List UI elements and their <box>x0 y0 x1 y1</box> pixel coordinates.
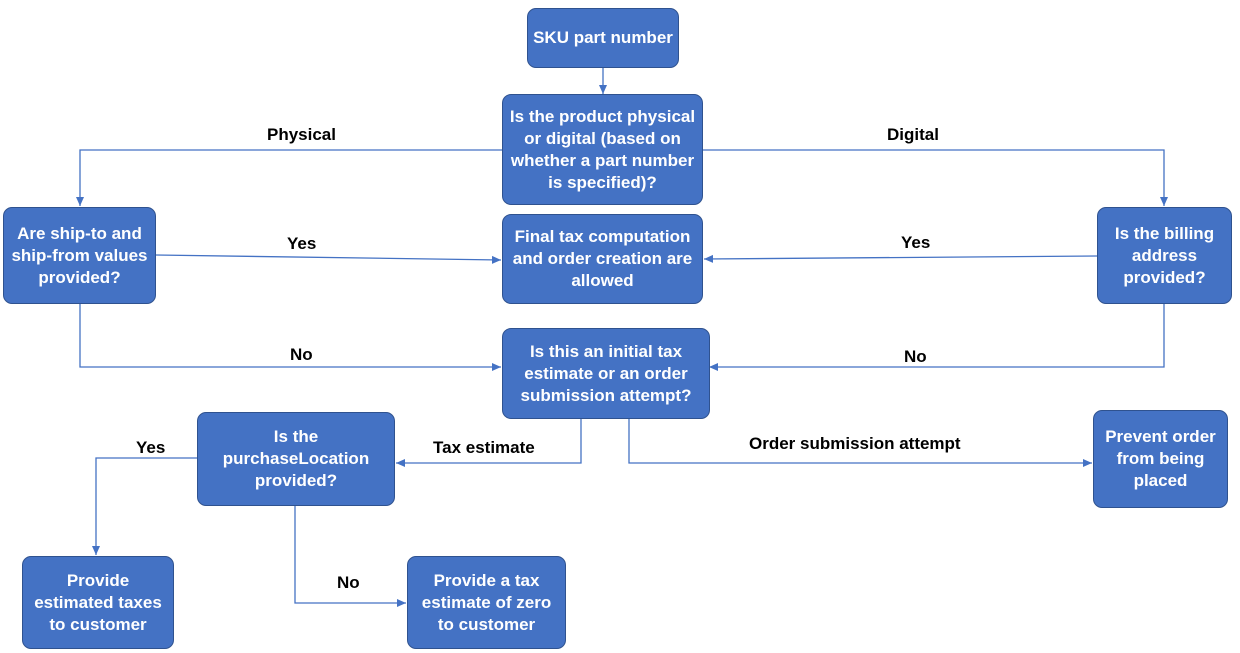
edge-label-location-yes: Yes <box>136 438 166 457</box>
ship-values-text: Are ship-to and ship-from values provide… <box>11 223 148 287</box>
prevent-order-node: Prevent order from being placed <box>1093 410 1228 508</box>
provide-estimated-node: Provide estimated taxes to customer <box>22 556 174 649</box>
edge-tax-estimate <box>396 419 582 467</box>
edge-location-yes <box>92 457 197 555</box>
provide-zero-text: Provide a tax estimate of zero to custom… <box>421 570 552 634</box>
sku-part-number-text: SKU part number <box>533 28 673 47</box>
edge-label-location-no: No <box>337 573 360 592</box>
edge-order-submission <box>628 419 1092 467</box>
final-tax-node: Final tax computation and order creation… <box>502 214 703 304</box>
prevent-order-text: Prevent order from being placed <box>1105 427 1216 490</box>
physical-or-digital-node: Is the product physical or digital (base… <box>502 94 703 205</box>
edge-digital <box>703 149 1168 206</box>
edge-ship-yes <box>155 254 502 264</box>
edge-label-billing-yes: Yes <box>901 233 931 252</box>
physical-or-digital-text: Is the product physical or digital (base… <box>509 106 696 192</box>
purchase-location-node: Is the purchaseLocation provided? <box>197 412 395 506</box>
initial-or-submission-node: Is this an initial tax estimate or an or… <box>502 328 710 419</box>
purchase-location-text: Is the purchaseLocation provided? <box>222 427 370 490</box>
sku-part-number-node: SKU part number <box>527 8 679 68</box>
provide-estimated-text: Provide estimated taxes to customer <box>34 570 162 634</box>
billing-address-text: Is the billing address provided? <box>1114 223 1215 287</box>
edge-label-billing-no: No <box>904 347 927 366</box>
edge-label-digital: Digital <box>887 125 939 144</box>
edge-label-physical: Physical <box>267 125 336 144</box>
provide-zero-node: Provide a tax estimate of zero to custom… <box>407 556 566 649</box>
edge-billing-no <box>709 304 1165 371</box>
billing-address-node: Is the billing address provided? <box>1097 207 1232 304</box>
edge-physical <box>76 149 502 206</box>
edge-label-order-submission: Order submission attempt <box>749 434 961 453</box>
edge-ship-no <box>79 304 501 371</box>
initial-or-submission-text: Is this an initial tax estimate or an or… <box>520 341 692 405</box>
edge-billing-yes <box>703 254 1098 263</box>
edge-label-ship-no: No <box>290 345 313 364</box>
edge-label-tax-estimate: Tax estimate <box>433 438 535 457</box>
ship-values-node: Are ship-to and ship-from values provide… <box>3 207 156 304</box>
final-tax-text: Final tax computation and order creation… <box>512 227 693 290</box>
edge-label-ship-yes: Yes <box>287 234 317 253</box>
edge-location-no <box>294 506 406 607</box>
